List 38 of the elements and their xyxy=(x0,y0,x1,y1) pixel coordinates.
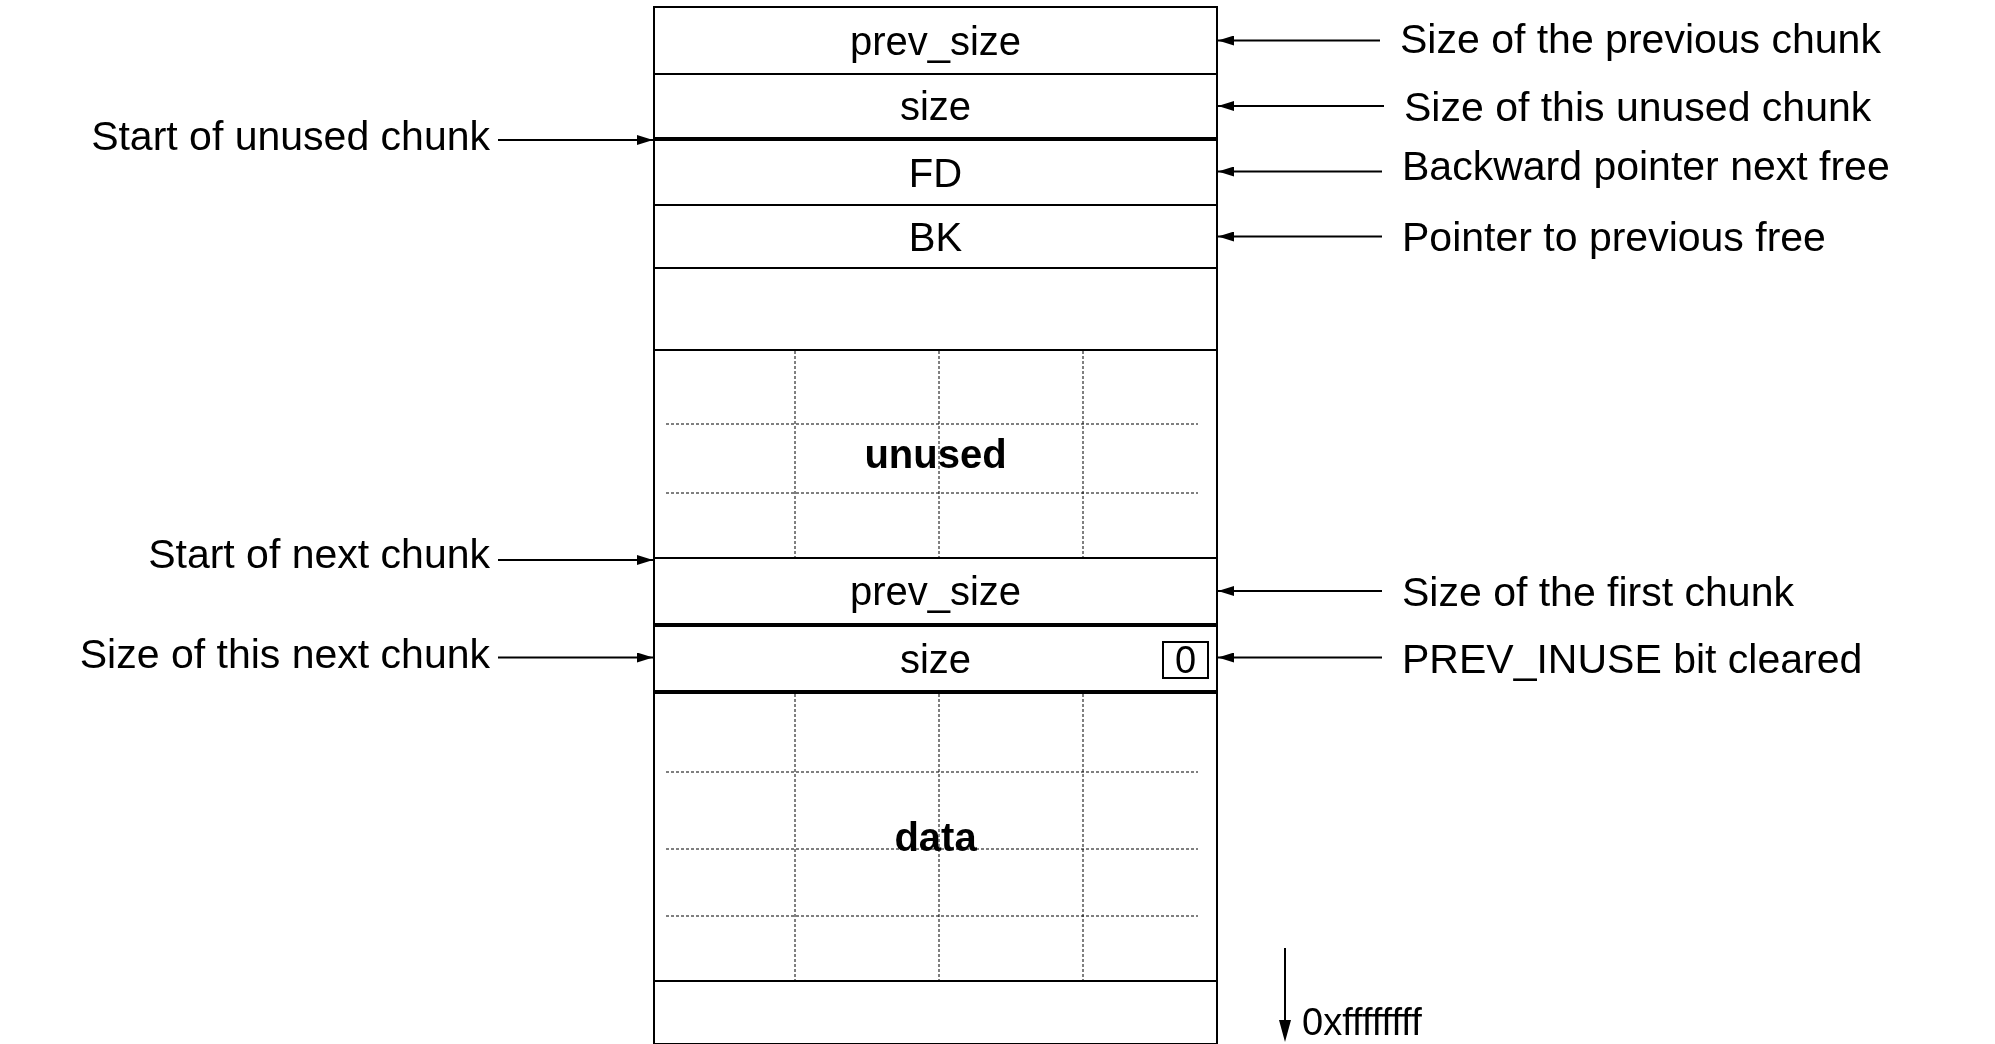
bit-box: 0 xyxy=(1162,641,1209,679)
annotation-text: Size of the previous chunk xyxy=(1400,19,1881,60)
field-label: FD xyxy=(908,152,963,193)
leader-arrow xyxy=(1217,652,1383,663)
memory-field xyxy=(653,137,1218,206)
annotation-text: Pointer to previous free xyxy=(1402,217,1826,258)
leader-arrow xyxy=(497,555,654,565)
address-label: 0xffffffff xyxy=(1302,1003,1422,1041)
leader-arrow xyxy=(1217,586,1383,596)
field-label: prev_size xyxy=(849,571,1022,611)
leader-arrow xyxy=(1217,35,1381,46)
memory-field xyxy=(653,557,1218,625)
leader-arrow xyxy=(1217,166,1383,177)
leader-arrow xyxy=(1217,231,1383,242)
annotation-text: PREV_INUSE bit cleared xyxy=(1402,639,1863,680)
memory-field xyxy=(653,267,1218,351)
field-label: size xyxy=(899,86,972,126)
annotation-text: Backward pointer next free xyxy=(1402,146,1890,187)
memory-field xyxy=(653,6,1218,75)
field-label: prev_size xyxy=(849,20,1022,61)
memory-field xyxy=(653,980,1218,1044)
leader-arrow xyxy=(497,135,654,145)
memory-region xyxy=(653,349,1218,559)
field-label: BK xyxy=(908,216,963,257)
annotation-text: Start of unused chunk xyxy=(91,116,490,157)
memory-field xyxy=(653,623,1218,692)
annotation-text: Size of this unused chunk xyxy=(1404,87,1872,128)
leader-arrow xyxy=(497,652,654,663)
memory-region xyxy=(653,690,1218,982)
field-label: data xyxy=(894,817,977,857)
field-label: unused xyxy=(864,434,1007,474)
annotation-text: Size of the first chunk xyxy=(1402,572,1794,613)
memory-field xyxy=(653,73,1218,139)
memory-field xyxy=(653,204,1218,269)
field-label: size xyxy=(899,638,972,679)
leader-arrow xyxy=(1217,101,1385,111)
annotation-text: Size of this next chunk xyxy=(79,634,490,675)
annotation-text: Start of next chunk xyxy=(148,534,490,575)
